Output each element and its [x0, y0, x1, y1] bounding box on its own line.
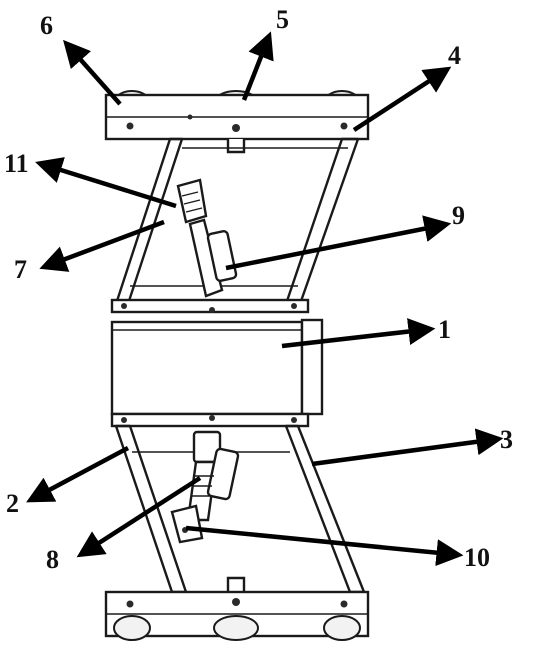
central-body-side: [300, 318, 324, 416]
bottom-plate-tab: [226, 576, 246, 592]
arrow-4: [352, 66, 452, 132]
bolt: [232, 598, 240, 606]
bolt: [126, 122, 134, 130]
spring-coils: [181, 191, 203, 213]
label-7: 7: [14, 255, 27, 284]
bottom-center-wheel: [213, 615, 259, 641]
callout-arrows: [26, 31, 504, 567]
label-6: 6: [40, 11, 53, 40]
label-8: 8: [46, 545, 59, 574]
label-5: 5: [276, 5, 289, 34]
label-11: 11: [4, 149, 29, 178]
label-9: 9: [452, 201, 465, 230]
top-plate-tab: [226, 139, 246, 154]
bolt: [121, 303, 127, 309]
upper-spring-mount-11: [176, 178, 208, 224]
upper-spring-rod: [188, 218, 224, 298]
bolt: [291, 417, 297, 423]
bolt: [209, 415, 215, 421]
arrow-6: [63, 39, 122, 106]
arrow-8: [76, 476, 202, 558]
spring-coils: [192, 475, 214, 497]
top-wheel-assembly: [104, 90, 370, 154]
bolt: [340, 122, 348, 130]
bolt: [340, 600, 348, 608]
upper-right-link-4: [284, 137, 360, 306]
lower-frame: [110, 412, 366, 594]
bolt: [126, 600, 134, 608]
bottom-right-wheel: [323, 615, 361, 641]
arrow-1: [281, 318, 436, 349]
upper-frame: [110, 137, 360, 314]
bottom-left-wheel: [113, 615, 151, 641]
upper-actuator: [176, 178, 238, 298]
lower-spring-mount-10: [170, 504, 204, 544]
bottom-wheel-assembly: [104, 576, 370, 641]
upper-left-link: [114, 137, 184, 306]
label-3: 3: [500, 425, 513, 454]
arrow-3: [311, 428, 504, 467]
arrow-5: [241, 31, 274, 101]
callout-labels: 1 2 3 4 5 6 7 8 9 10 11: [4, 5, 513, 574]
arrow-10: [185, 525, 464, 567]
bolt: [187, 114, 193, 120]
lower-actuator: [170, 430, 240, 544]
arrow-11: [35, 157, 177, 209]
bolt: [291, 303, 297, 309]
arrow-2: [26, 446, 130, 503]
label-2: 2: [6, 489, 19, 518]
label-1: 1: [438, 315, 451, 344]
bolt: [232, 124, 240, 132]
lower-right-link-3: [284, 424, 366, 594]
arrow-7: [39, 219, 165, 272]
arrow-9: [225, 215, 452, 271]
central-body: [110, 318, 324, 416]
bolt: [121, 417, 127, 423]
lower-motor: [206, 447, 240, 501]
label-4: 4: [448, 41, 461, 70]
label-10: 10: [464, 543, 490, 572]
bolt: [209, 307, 215, 313]
central-body-1: [110, 320, 304, 416]
